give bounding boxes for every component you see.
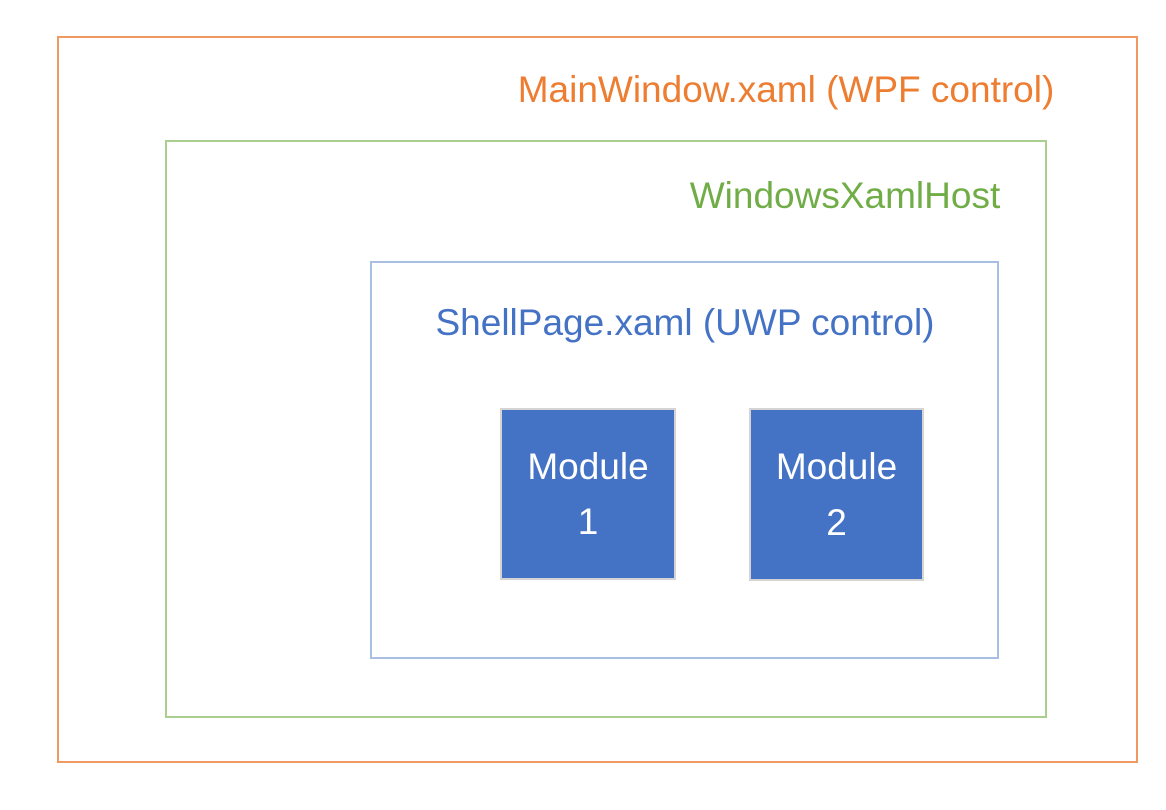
mainwindow-wpf-label: MainWindow.xaml (WPF control) xyxy=(517,69,1055,110)
module-2-box: Module 2 xyxy=(749,408,924,581)
windowsxamlhost-label: WindowsXamlHost xyxy=(689,175,1001,216)
windowsxamlhost-box xyxy=(165,140,1047,718)
module-1-label: Module 1 xyxy=(527,439,648,550)
shellpage-uwp-label: ShellPage.xaml (UWP control) xyxy=(435,302,935,343)
module-2-label: Module 2 xyxy=(776,439,897,550)
module-1-number: 1 xyxy=(577,501,599,542)
module-2-number: 2 xyxy=(826,501,847,543)
mainwindow-wpf-box xyxy=(57,36,1138,763)
module-1-name: Module xyxy=(527,445,649,487)
shellpage-uwp-box xyxy=(370,261,999,659)
module-2-name: Module xyxy=(775,446,898,487)
module-1-box: Module 1 xyxy=(500,408,676,580)
